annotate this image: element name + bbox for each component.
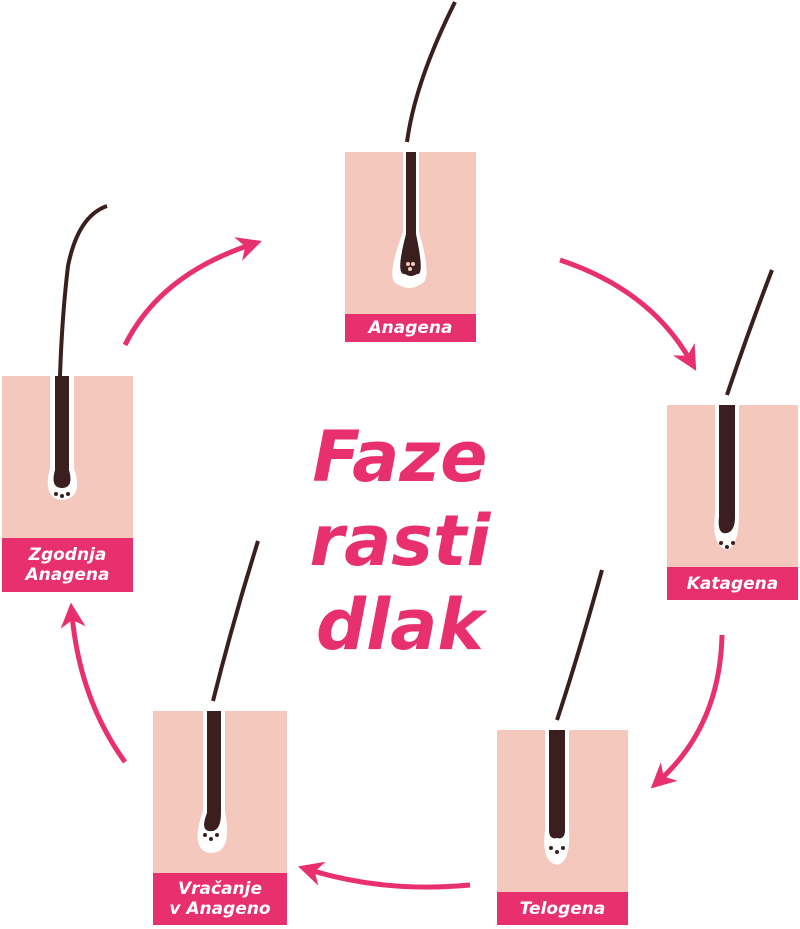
title-line-2: rasti	[309, 500, 491, 582]
arrow-telogena-to-vracanje	[298, 861, 471, 890]
phase-label-telogena: Telogena	[497, 892, 628, 925]
phase-tile-vracanje: Vračanje v Anageno	[153, 540, 287, 925]
phase-label-vracanje: Vračanje v Anageno	[153, 873, 287, 925]
phase-tile-telogena: Telogena	[497, 569, 628, 925]
phase-label-line: Anagena	[25, 565, 110, 585]
phase-label-line: Anagena	[368, 318, 453, 338]
phase-tile-katagena: Katagena	[667, 269, 798, 600]
phase-label-line: Zgodnja	[28, 545, 107, 565]
arrow-zgodnja-to-anagena	[122, 237, 262, 347]
arrow-vracanje-to-zgodnja	[60, 602, 128, 764]
hair-follicle-anagena-icon	[345, 1, 476, 342]
arrow-katagena-to-telogena	[650, 634, 725, 789]
title-line-3: dlak	[316, 584, 484, 666]
phase-label-anagena: Anagena	[345, 314, 476, 342]
phase-label-line: v Anageno	[169, 899, 271, 919]
phase-label-line: Vračanje	[177, 879, 263, 899]
phase-label-zgodnja: Zgodnja Anagena	[2, 538, 133, 592]
phase-label-line: Telogena	[519, 898, 606, 919]
phase-tile-zgodnja: Zgodnja Anagena	[2, 204, 133, 592]
arrow-anagena-to-katagena	[559, 257, 697, 371]
title-line-1: Faze	[312, 416, 488, 498]
phase-label-katagena: Katagena	[667, 567, 798, 600]
phase-tile-anagena: Anagena	[345, 1, 476, 342]
phase-label-line: Katagena	[686, 573, 779, 594]
